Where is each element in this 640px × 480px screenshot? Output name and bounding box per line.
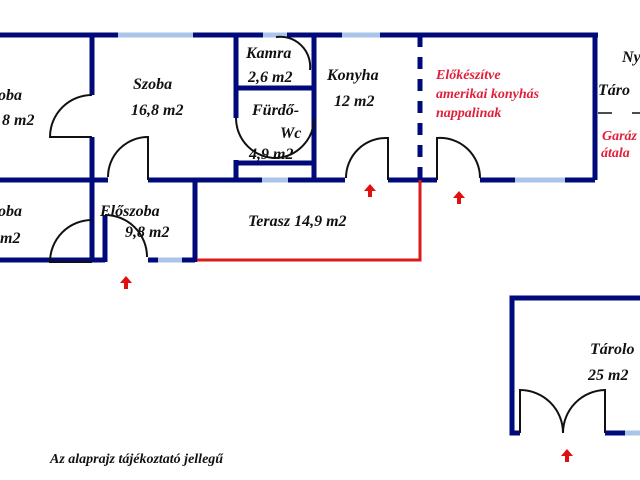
room-furdo-name-2: Wc (280, 125, 301, 142)
entrance-arrows (120, 184, 573, 462)
room-terasz-label: Terasz 14,9 m2 (248, 213, 347, 230)
room-left-bottom-name: oba (0, 203, 22, 220)
room-konyha-area: 12 m2 (334, 93, 374, 110)
room-right-top-name: Ny (621, 49, 640, 66)
nappali-note-3: nappalinak (436, 106, 501, 121)
room-left-top-area: 8 m2 (2, 112, 34, 129)
room-kamra-area: 2,6 m2 (247, 69, 292, 86)
room-furdo-name: Fürdő- (251, 102, 299, 119)
room-tarolo-name: Tárolo (590, 341, 634, 358)
walls (0, 32, 640, 436)
entrance-arrow-icon (364, 184, 376, 197)
nappali-note-2: amerikai konyhás (436, 87, 540, 102)
entrance-arrow-icon (561, 449, 573, 462)
garage-note-1: Garáz (602, 129, 638, 144)
room-szoba-area: 16,8 m2 (131, 102, 183, 119)
room-tarolo-area: 25 m2 (587, 367, 628, 384)
entrance-arrow-icon (453, 191, 465, 204)
entrance-arrow-icon (120, 276, 132, 289)
room-eloszoba-area: 9,8 m2 (125, 224, 169, 241)
room-right-top-name-2: Táro (598, 82, 630, 99)
room-left-bottom-area: m2 (0, 230, 20, 247)
room-konyha-name: Konyha (326, 67, 379, 84)
room-szoba-name: Szoba (133, 76, 172, 93)
room-left-top-name: oba (0, 87, 22, 104)
room-labels: oba 8 m2 Szoba 16,8 m2 Kamra 2,6 m2 Fürd… (0, 45, 640, 384)
room-eloszoba-name: Előszoba (99, 203, 160, 220)
room-furdo-area: 4,9 m2 (248, 146, 293, 163)
doors (48, 35, 640, 434)
terrace-outline (197, 180, 422, 262)
garage-note-2: átala (601, 146, 630, 161)
room-kamra-name: Kamra (245, 45, 291, 62)
caption: Az alaprajz tájékoztató jellegű (49, 452, 224, 467)
nappali-note-1: Előkészítve (435, 68, 501, 83)
